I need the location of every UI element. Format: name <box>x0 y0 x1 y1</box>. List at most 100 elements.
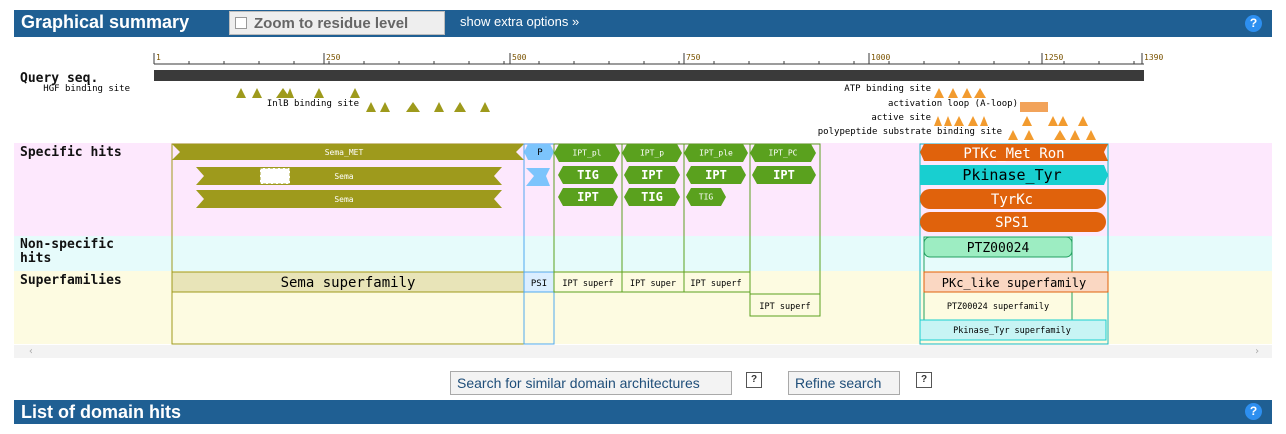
site-label-aloop: activation loop (A-loop) <box>888 99 1018 109</box>
site-marker[interactable] <box>954 116 964 126</box>
ipt-hit[interactable] <box>624 188 680 206</box>
ptkc-met-ron-hit[interactable] <box>920 144 1108 161</box>
sema-met-hit[interactable] <box>172 144 524 160</box>
site-marker[interactable] <box>934 116 942 126</box>
pkinase-tyr-superfamily-hit[interactable] <box>919 319 1107 341</box>
ruler-tick-label: 1390 <box>1144 53 1163 62</box>
ipt-hit[interactable] <box>750 144 816 162</box>
site-label-hgf: HGF binding site <box>43 84 130 94</box>
site-marker[interactable] <box>314 88 324 98</box>
search-similar-architectures-button[interactable]: Search for similar domain architectures <box>450 371 732 395</box>
site-marker[interactable] <box>454 102 466 112</box>
pkinase-tyr-superfamily-label: Pkinase_Tyr superfamily <box>953 326 1071 336</box>
ipt-hit-label: IPT <box>641 168 663 182</box>
sema-superfamily-label: Sema superfamily <box>281 275 416 291</box>
sema-gap <box>259 167 291 185</box>
site-marker[interactable] <box>276 88 290 98</box>
site-marker[interactable] <box>406 102 420 112</box>
zoom-to-residue-checkbox[interactable]: Zoom to residue level <box>229 11 445 35</box>
ipt-superfamily-4[interactable] <box>749 293 821 317</box>
site-marker[interactable] <box>934 88 944 98</box>
help-icon[interactable]: ? <box>1245 403 1262 420</box>
ipt-hit[interactable] <box>558 166 618 184</box>
ipt-hit[interactable] <box>686 166 746 184</box>
ipt-superfamily-3[interactable] <box>683 271 751 293</box>
ipt-hit-label: IPT <box>705 168 727 182</box>
site-marker[interactable] <box>1024 130 1034 140</box>
superfamilies-layer[interactable]: Sema superfamily PSI IPT superf IPT supe… <box>171 271 1109 341</box>
ipt-hit-label: TIG <box>699 193 714 202</box>
site-marker[interactable] <box>1058 116 1068 126</box>
ipt-superfamily-label-4: IPT superf <box>759 302 810 312</box>
ipt-hit-label: IPT_pl <box>573 149 602 158</box>
ipt-hit[interactable] <box>624 166 680 184</box>
psi-hit[interactable] <box>524 144 554 160</box>
refine-search-button[interactable]: Refine search <box>788 371 900 395</box>
pkc-like-superfamily-hit[interactable] <box>923 271 1109 293</box>
site-marker[interactable] <box>236 88 246 98</box>
sema-label-2: Sema <box>334 195 353 204</box>
scroll-right-icon[interactable]: › <box>1254 346 1260 357</box>
graphical-summary-bar: Graphical summary Zoom to residue level … <box>14 10 1272 37</box>
ruler-tick-label: 1250 <box>1044 53 1063 62</box>
site-marker[interactable] <box>380 102 390 112</box>
site-marker[interactable] <box>252 88 262 98</box>
site-marker[interactable] <box>434 102 444 112</box>
ptkc-met-ron-label: PTKc_Met_Ron <box>963 146 1064 162</box>
ipt-hit[interactable] <box>622 144 682 162</box>
site-marker[interactable] <box>1086 130 1096 140</box>
site-marker[interactable] <box>366 102 376 112</box>
activation-loop-marker[interactable] <box>1020 102 1048 112</box>
site-marker[interactable] <box>1070 130 1080 140</box>
search-help-icon[interactable]: ? <box>746 372 762 388</box>
list-of-domain-hits-bar: List of domain hits ? <box>14 400 1272 424</box>
sps1-hit[interactable] <box>920 212 1106 232</box>
site-marker[interactable] <box>962 88 972 98</box>
site-label-active: active site <box>871 113 931 123</box>
pkinase-tyr-hit[interactable] <box>920 165 1108 185</box>
specific-hits-layer[interactable]: Sema_MET Sema Sema P IPT_plTIGIPTIPT_pIP… <box>171 143 1109 345</box>
scroll-left-icon[interactable]: ‹ <box>28 346 34 357</box>
ipt-hit[interactable] <box>558 188 618 206</box>
site-marker[interactable] <box>1008 130 1018 140</box>
sites-layer: HGF binding site InlB binding site ATP b… <box>43 84 1096 140</box>
site-marker[interactable] <box>350 88 360 98</box>
site-marker[interactable] <box>974 88 986 98</box>
ipt-hit-label: IPT_ple <box>699 149 733 158</box>
ruler-tick-label: 1000 <box>871 53 890 62</box>
sps1-label: SPS1 <box>995 215 1029 231</box>
tyrkc-hit[interactable] <box>920 189 1106 209</box>
site-marker[interactable] <box>286 88 294 98</box>
site-label-inlb: InlB binding site <box>267 99 359 109</box>
site-marker[interactable] <box>948 88 958 98</box>
ruler-tick-label: 750 <box>686 53 701 62</box>
ipt-hit[interactable] <box>752 166 816 184</box>
show-extra-options-link[interactable]: show extra options » <box>460 14 580 29</box>
site-marker[interactable] <box>980 116 988 126</box>
site-marker[interactable] <box>1022 116 1032 126</box>
refine-help-icon[interactable]: ? <box>916 372 932 388</box>
psi-hit-2[interactable] <box>526 168 550 186</box>
help-icon[interactable]: ? <box>1245 15 1262 32</box>
site-marker[interactable] <box>480 102 490 112</box>
site-marker[interactable] <box>1054 130 1066 140</box>
ipt-hit-label: IPT_PC <box>769 149 798 158</box>
site-marker[interactable] <box>968 116 978 126</box>
nonspecific-hits-band <box>14 236 1272 271</box>
site-marker[interactable] <box>1078 116 1088 126</box>
site-marker[interactable] <box>944 116 952 126</box>
pkc-like-superfamily-label: PKc_like superfamily <box>942 276 1087 290</box>
sema-hit-2[interactable] <box>196 190 502 208</box>
site-marker[interactable] <box>1048 116 1058 126</box>
horizontal-scrollbar[interactable] <box>14 345 1272 358</box>
domain-graphic: ‹ › Query seq. Specific hits Non-specifi… <box>14 53 1272 358</box>
psi-label: P <box>537 148 543 158</box>
ipt-hit[interactable] <box>554 144 620 162</box>
ipt-hit[interactable] <box>686 188 726 206</box>
checkbox-icon[interactable] <box>235 17 247 29</box>
ruler-tick-label: 1 <box>156 53 161 62</box>
ipt-hit[interactable] <box>684 144 748 162</box>
graphical-summary-title: Graphical summary <box>21 12 190 32</box>
